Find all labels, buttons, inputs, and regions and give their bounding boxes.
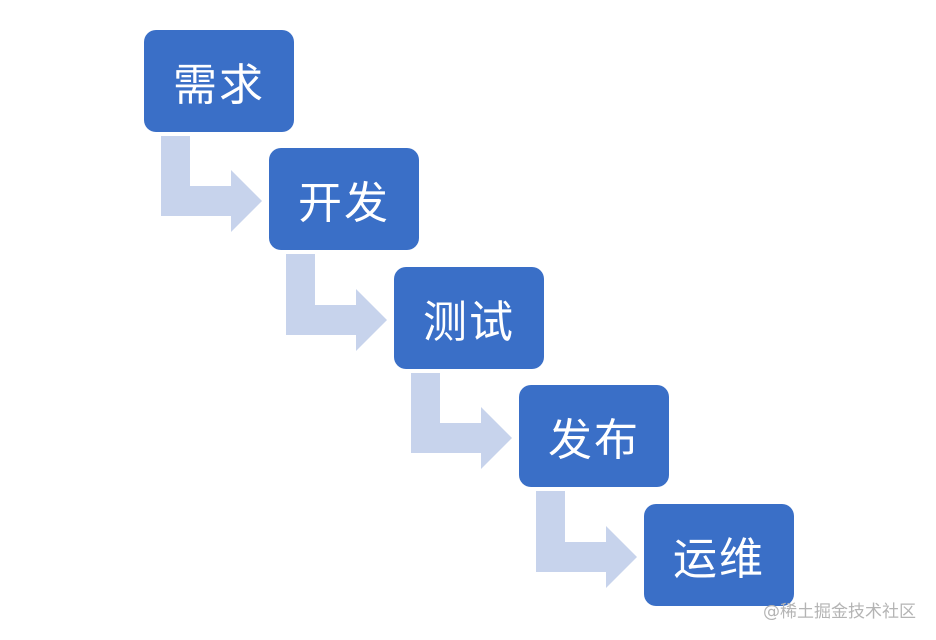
connector-arrow-1 — [161, 136, 262, 232]
step-label: 需求 — [173, 60, 265, 111]
connector-arrow-3 — [411, 373, 512, 469]
step-testing: 测试 — [394, 267, 544, 369]
step-label: 发布 — [548, 415, 640, 466]
step-development: 开发 — [269, 148, 419, 250]
step-release: 发布 — [519, 385, 669, 487]
step-label: 测试 — [423, 297, 515, 348]
watermark: @稀土掘金技术社区 — [763, 602, 916, 622]
step-requirements: 需求 — [144, 30, 294, 132]
connector-arrow-2 — [286, 254, 387, 351]
step-operations: 运维 — [644, 504, 794, 606]
connector-arrow-4 — [536, 491, 637, 588]
step-label: 开发 — [298, 178, 390, 229]
step-label: 运维 — [673, 534, 765, 585]
